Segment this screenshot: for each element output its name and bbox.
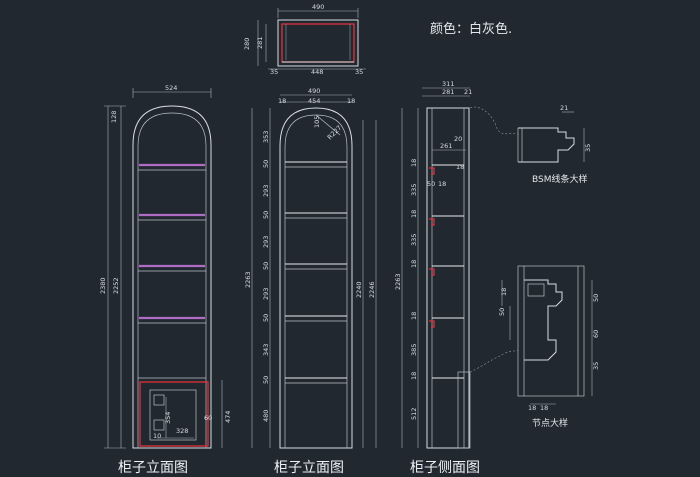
dim-s-18e: 18 (410, 260, 418, 268)
bsm-profile (518, 127, 575, 163)
dim-b-2246: 2246 (368, 281, 376, 298)
dim-s-21a: 21 (464, 88, 472, 96)
dim-b-2263: 2263 (244, 271, 252, 288)
dim-b-293c: 293 (262, 288, 270, 300)
dim-n-50b: 50 (592, 294, 600, 302)
dim-b-293b: 293 (262, 236, 270, 248)
node-detail-label: 节点大样 (532, 419, 569, 429)
dim-b-480: 480 (262, 410, 270, 422)
dim-s-50: 50 (427, 180, 435, 188)
node-detail: 18 50 50 60 35 18 18 (469, 265, 600, 412)
lower-cabinet-a-red (139, 381, 209, 447)
dim-s-18c: 18 (410, 159, 418, 167)
side-outline (426, 107, 470, 449)
dim-b-R227: R227 (326, 124, 344, 142)
dim-a-60: 60 (204, 414, 212, 422)
dim-n-18c: 18 (540, 404, 548, 412)
dim-b-293a: 293 (262, 185, 270, 197)
dim-b-343: 343 (262, 344, 270, 356)
dim-b-50e: 50 (262, 376, 270, 384)
front-view-a: 354 328 60 10 524 128 2380 2252 474 (99, 84, 232, 449)
color-note: 颜色：白灰色. (430, 22, 513, 37)
cabinet-a-outline (132, 105, 212, 449)
node-profile (524, 279, 563, 361)
dim-a-474: 474 (224, 411, 232, 423)
dim-s-512: 512 (410, 408, 418, 420)
dim-a-524: 524 (165, 84, 177, 92)
dim-b-50a: 50 (262, 160, 270, 168)
dim-bsm-21: 21 (560, 104, 568, 112)
dim-s-18f: 18 (410, 312, 418, 320)
dim-a-354: 354 (164, 412, 172, 424)
dim-s-18b: 18 (438, 180, 446, 188)
dim-b-50d: 50 (262, 314, 270, 322)
dim-s-18g: 18 (410, 372, 418, 380)
dim-top-35b: 35 (355, 68, 363, 76)
dim-b-2240: 2240 (355, 281, 363, 298)
dim-bsm-35: 35 (584, 144, 592, 152)
dim-a-128: 128 (110, 111, 118, 123)
dim-a-328: 328 (176, 427, 188, 435)
dim-top-448: 448 (311, 68, 323, 76)
dim-b-50c: 50 (262, 262, 270, 270)
dim-a-2252: 2252 (112, 277, 120, 294)
dim-b-18b: 18 (347, 97, 355, 105)
dim-n-18b: 18 (528, 404, 536, 412)
dim-top-281: 281 (256, 37, 264, 49)
dim-b-490: 490 (308, 87, 320, 95)
dim-a-2380: 2380 (99, 277, 107, 294)
dim-b-454: 454 (308, 97, 320, 105)
side-view-title: 柜子侧面图 (410, 460, 480, 476)
dim-n-60: 60 (592, 330, 600, 338)
dim-b-18a: 18 (278, 97, 286, 105)
front-view-a-title: 柜子立面图 (118, 460, 188, 476)
front-view-b: 490 18 454 18 105 R227 2263 353 293 293 … (244, 87, 377, 449)
front-view-b-title: 柜子立面图 (274, 460, 344, 476)
dim-s-281: 281 (442, 88, 454, 96)
dim-b-105: 105 (313, 116, 321, 128)
bsm-detail: 21 35 (469, 104, 592, 163)
top-plan-view: 490 280 281 35 448 35 (243, 3, 366, 76)
dim-s-335a: 335 (410, 184, 418, 196)
dim-n-35: 35 (592, 362, 600, 370)
dim-s-18d: 18 (410, 210, 418, 218)
dim-a-10: 10 (153, 432, 161, 440)
dim-s-20: 20 (454, 135, 462, 143)
dim-b-353: 353 (262, 131, 270, 143)
dim-top-490: 490 (312, 3, 324, 11)
plan-outline (277, 19, 359, 67)
dim-s-18a: 18 (456, 163, 464, 171)
dim-n-18: 18 (500, 288, 508, 296)
dim-s-311: 311 (442, 80, 454, 88)
dim-top-35a: 35 (270, 68, 278, 76)
dim-s-2263: 2263 (394, 273, 402, 290)
dim-s-261: 261 (440, 142, 452, 150)
cabinet-b-outline (279, 107, 353, 449)
plan-inner-red (281, 23, 355, 63)
dim-s-335b: 335 (410, 234, 418, 246)
bsm-detail-label: BSM线条大样 (532, 175, 588, 185)
dim-b-50b: 50 (262, 211, 270, 219)
dim-top-280: 280 (243, 38, 251, 50)
dim-s-385: 385 (410, 344, 418, 356)
dim-n-50a: 50 (498, 308, 506, 316)
side-view: 311 281 21 20 261 18 50 18 2263 335 335 … (394, 80, 472, 449)
